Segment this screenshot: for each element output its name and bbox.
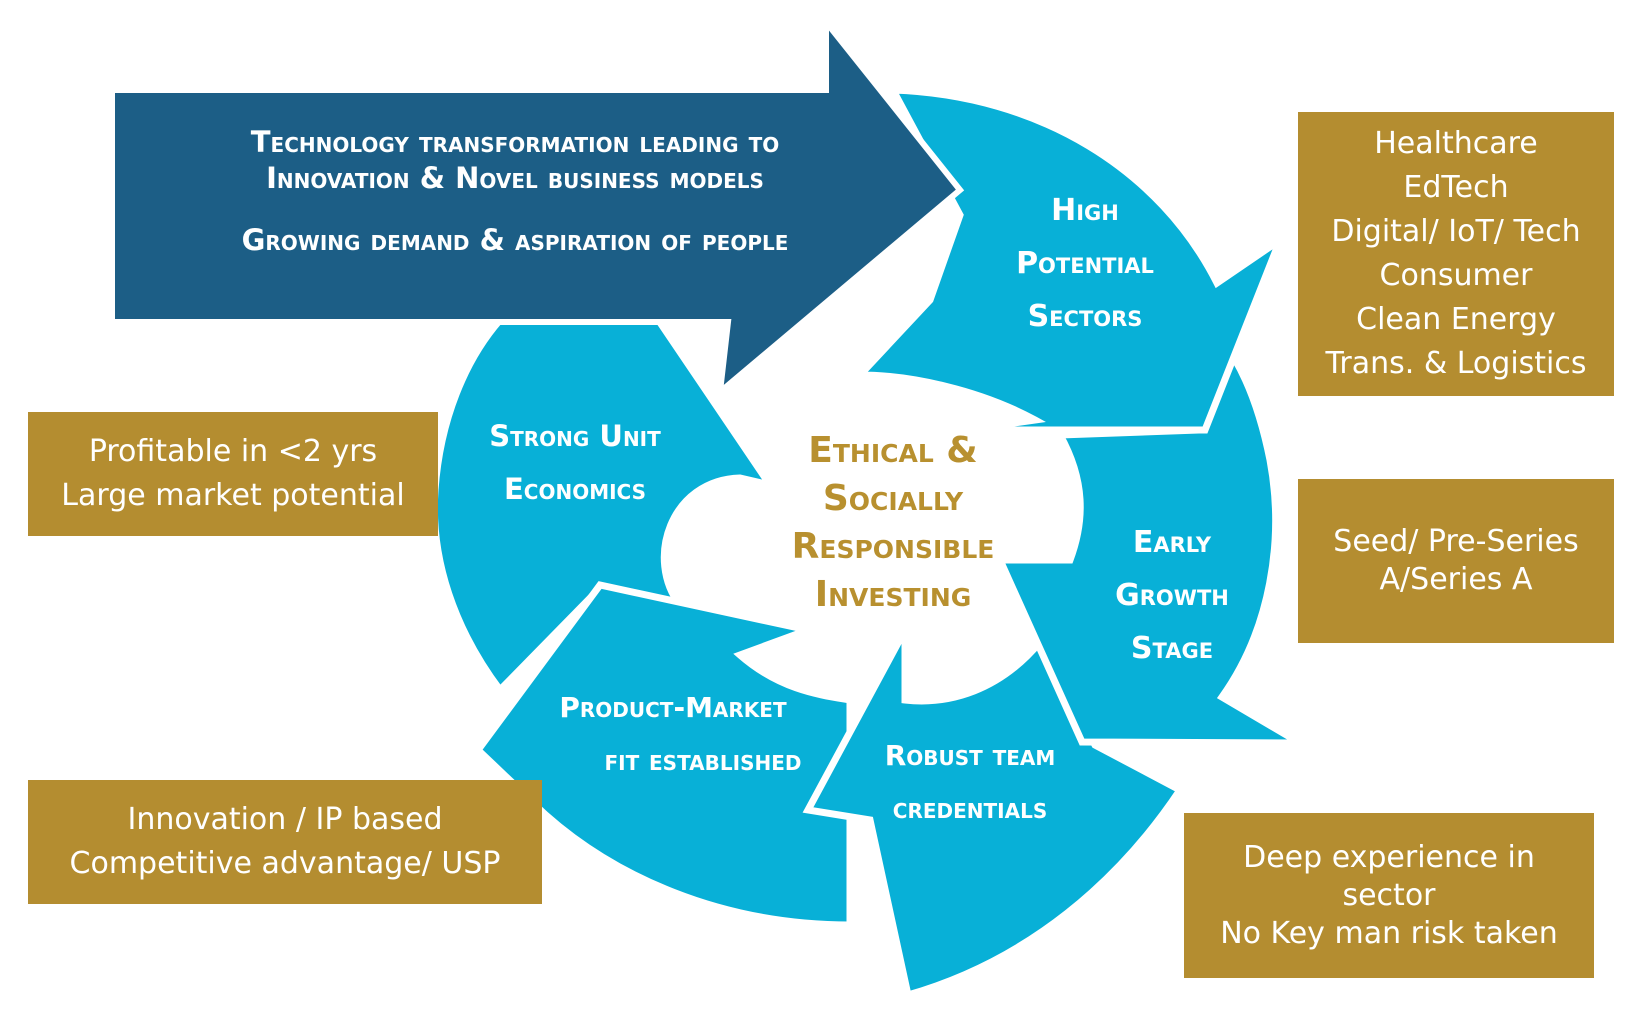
driver-line-1: Technology transformation leading to — [251, 125, 780, 159]
economics-label-1: Strong Unit — [489, 419, 661, 453]
segment-strong-unit-economics — [409, 296, 778, 696]
team-item: No Key man risk taken — [1220, 915, 1558, 951]
sector-item: Healthcare — [1374, 126, 1538, 161]
segment-robust-team — [802, 628, 1186, 1000]
driver-arrow — [109, 13, 965, 400]
economics-info-box: Profitable in <2 yrs Large market potent… — [28, 412, 438, 536]
segment-early-growth — [994, 332, 1313, 747]
pmf-label-2: fit established — [605, 744, 802, 777]
team-info-box: Deep experience in sector No Key man ris… — [1184, 813, 1594, 978]
driver-line-2: Innovation & Novel business models — [266, 161, 764, 195]
stage-label-2: Growth — [1115, 578, 1229, 613]
cycle-ring — [409, 86, 1313, 1000]
stage-item: A/Series A — [1379, 562, 1533, 597]
pmf-item: Competitive advantage/ USP — [69, 846, 501, 881]
economics-item: Profitable in <2 yrs — [88, 434, 378, 469]
pmf-label-1: Product-Market — [559, 691, 787, 724]
sectors-info-box: Healthcare EdTech Digital/ IoT/ Tech Con… — [1298, 112, 1614, 396]
center-line-1: Ethical & — [808, 430, 977, 471]
sector-item: Trans. & Logistics — [1325, 346, 1587, 381]
sector-item: Digital/ IoT/ Tech — [1331, 214, 1581, 249]
sector-item: Consumer — [1379, 258, 1533, 293]
stage-item: Seed/ Pre-Series — [1333, 524, 1579, 559]
center-line-4: Investing — [815, 574, 972, 615]
stage-label-3: Stage — [1131, 631, 1213, 666]
segment-product-market-fit — [473, 581, 854, 929]
economics-item: Large market potential — [61, 478, 405, 513]
sector-item: Clean Energy — [1356, 302, 1556, 337]
center-line-2: Socially — [823, 478, 964, 519]
sector-item: EdTech — [1403, 170, 1509, 205]
sectors-label-3: Sectors — [1028, 299, 1143, 334]
center-label: Ethical & Socially Responsible Investing — [792, 430, 995, 615]
stage-label-1: Early — [1133, 525, 1212, 560]
sectors-label-1: High — [1051, 193, 1119, 228]
team-label-1: Robust team — [885, 739, 1056, 772]
segment-labels: High Potential Sectors Early Growth Stag… — [489, 193, 1229, 825]
pmf-info-box: Innovation / IP based Competitive advant… — [28, 780, 542, 904]
center-line-3: Responsible — [792, 526, 995, 567]
team-item: sector — [1342, 877, 1436, 913]
sectors-label-2: Potential — [1016, 246, 1154, 281]
team-label-2: credentials — [893, 792, 1047, 825]
pmf-item: Innovation / IP based — [127, 802, 443, 837]
driver-line-3: Growing demand & aspiration of people — [242, 223, 789, 257]
stage-info-box: Seed/ Pre-Series A/Series A — [1298, 479, 1614, 643]
segment-high-potential-sectors — [851, 86, 1288, 434]
economics-label-2: Economics — [504, 472, 646, 506]
team-item: Deep experience in — [1243, 839, 1535, 875]
